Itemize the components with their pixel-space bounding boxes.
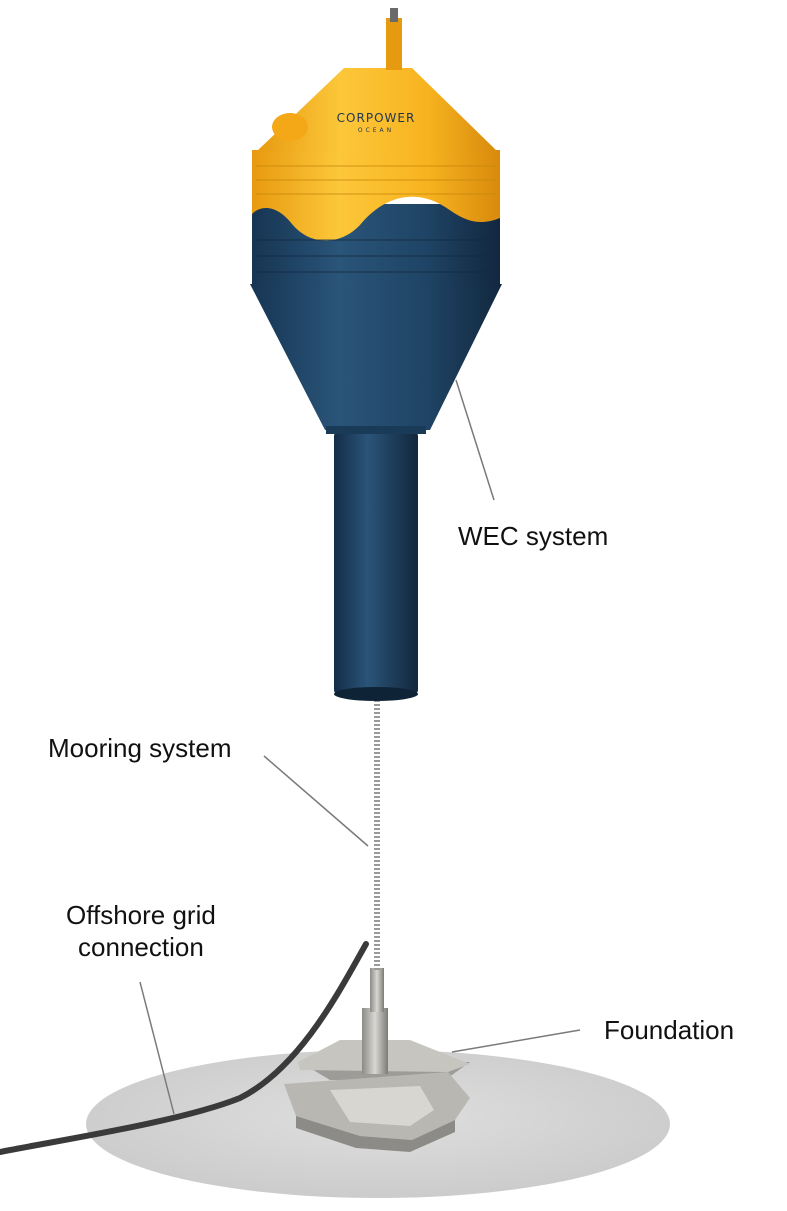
foundation-label: Foundation — [604, 1015, 735, 1045]
buoy-logo-sub: OCEAN — [358, 127, 394, 134]
grid-leader-line — [139, 981, 175, 1115]
mooring-leader-line — [263, 755, 369, 847]
buoy-logo-name: CORPOWER — [337, 111, 416, 125]
wec-system-label: WEC system — [458, 521, 609, 551]
mooring-system-label: Mooring system — [48, 733, 232, 763]
wec-buoy — [250, 8, 502, 701]
offshore-grid-label-line1: Offshore grid — [66, 900, 216, 930]
foundation-structure — [284, 968, 470, 1152]
offshore-grid-label-line2: connection — [78, 931, 204, 962]
offshore-grid-label: Offshore grid connection — [66, 900, 216, 963]
wec-leader-line — [455, 379, 495, 501]
grid-cable — [0, 941, 369, 1155]
foundation-leader-line — [451, 1029, 581, 1053]
